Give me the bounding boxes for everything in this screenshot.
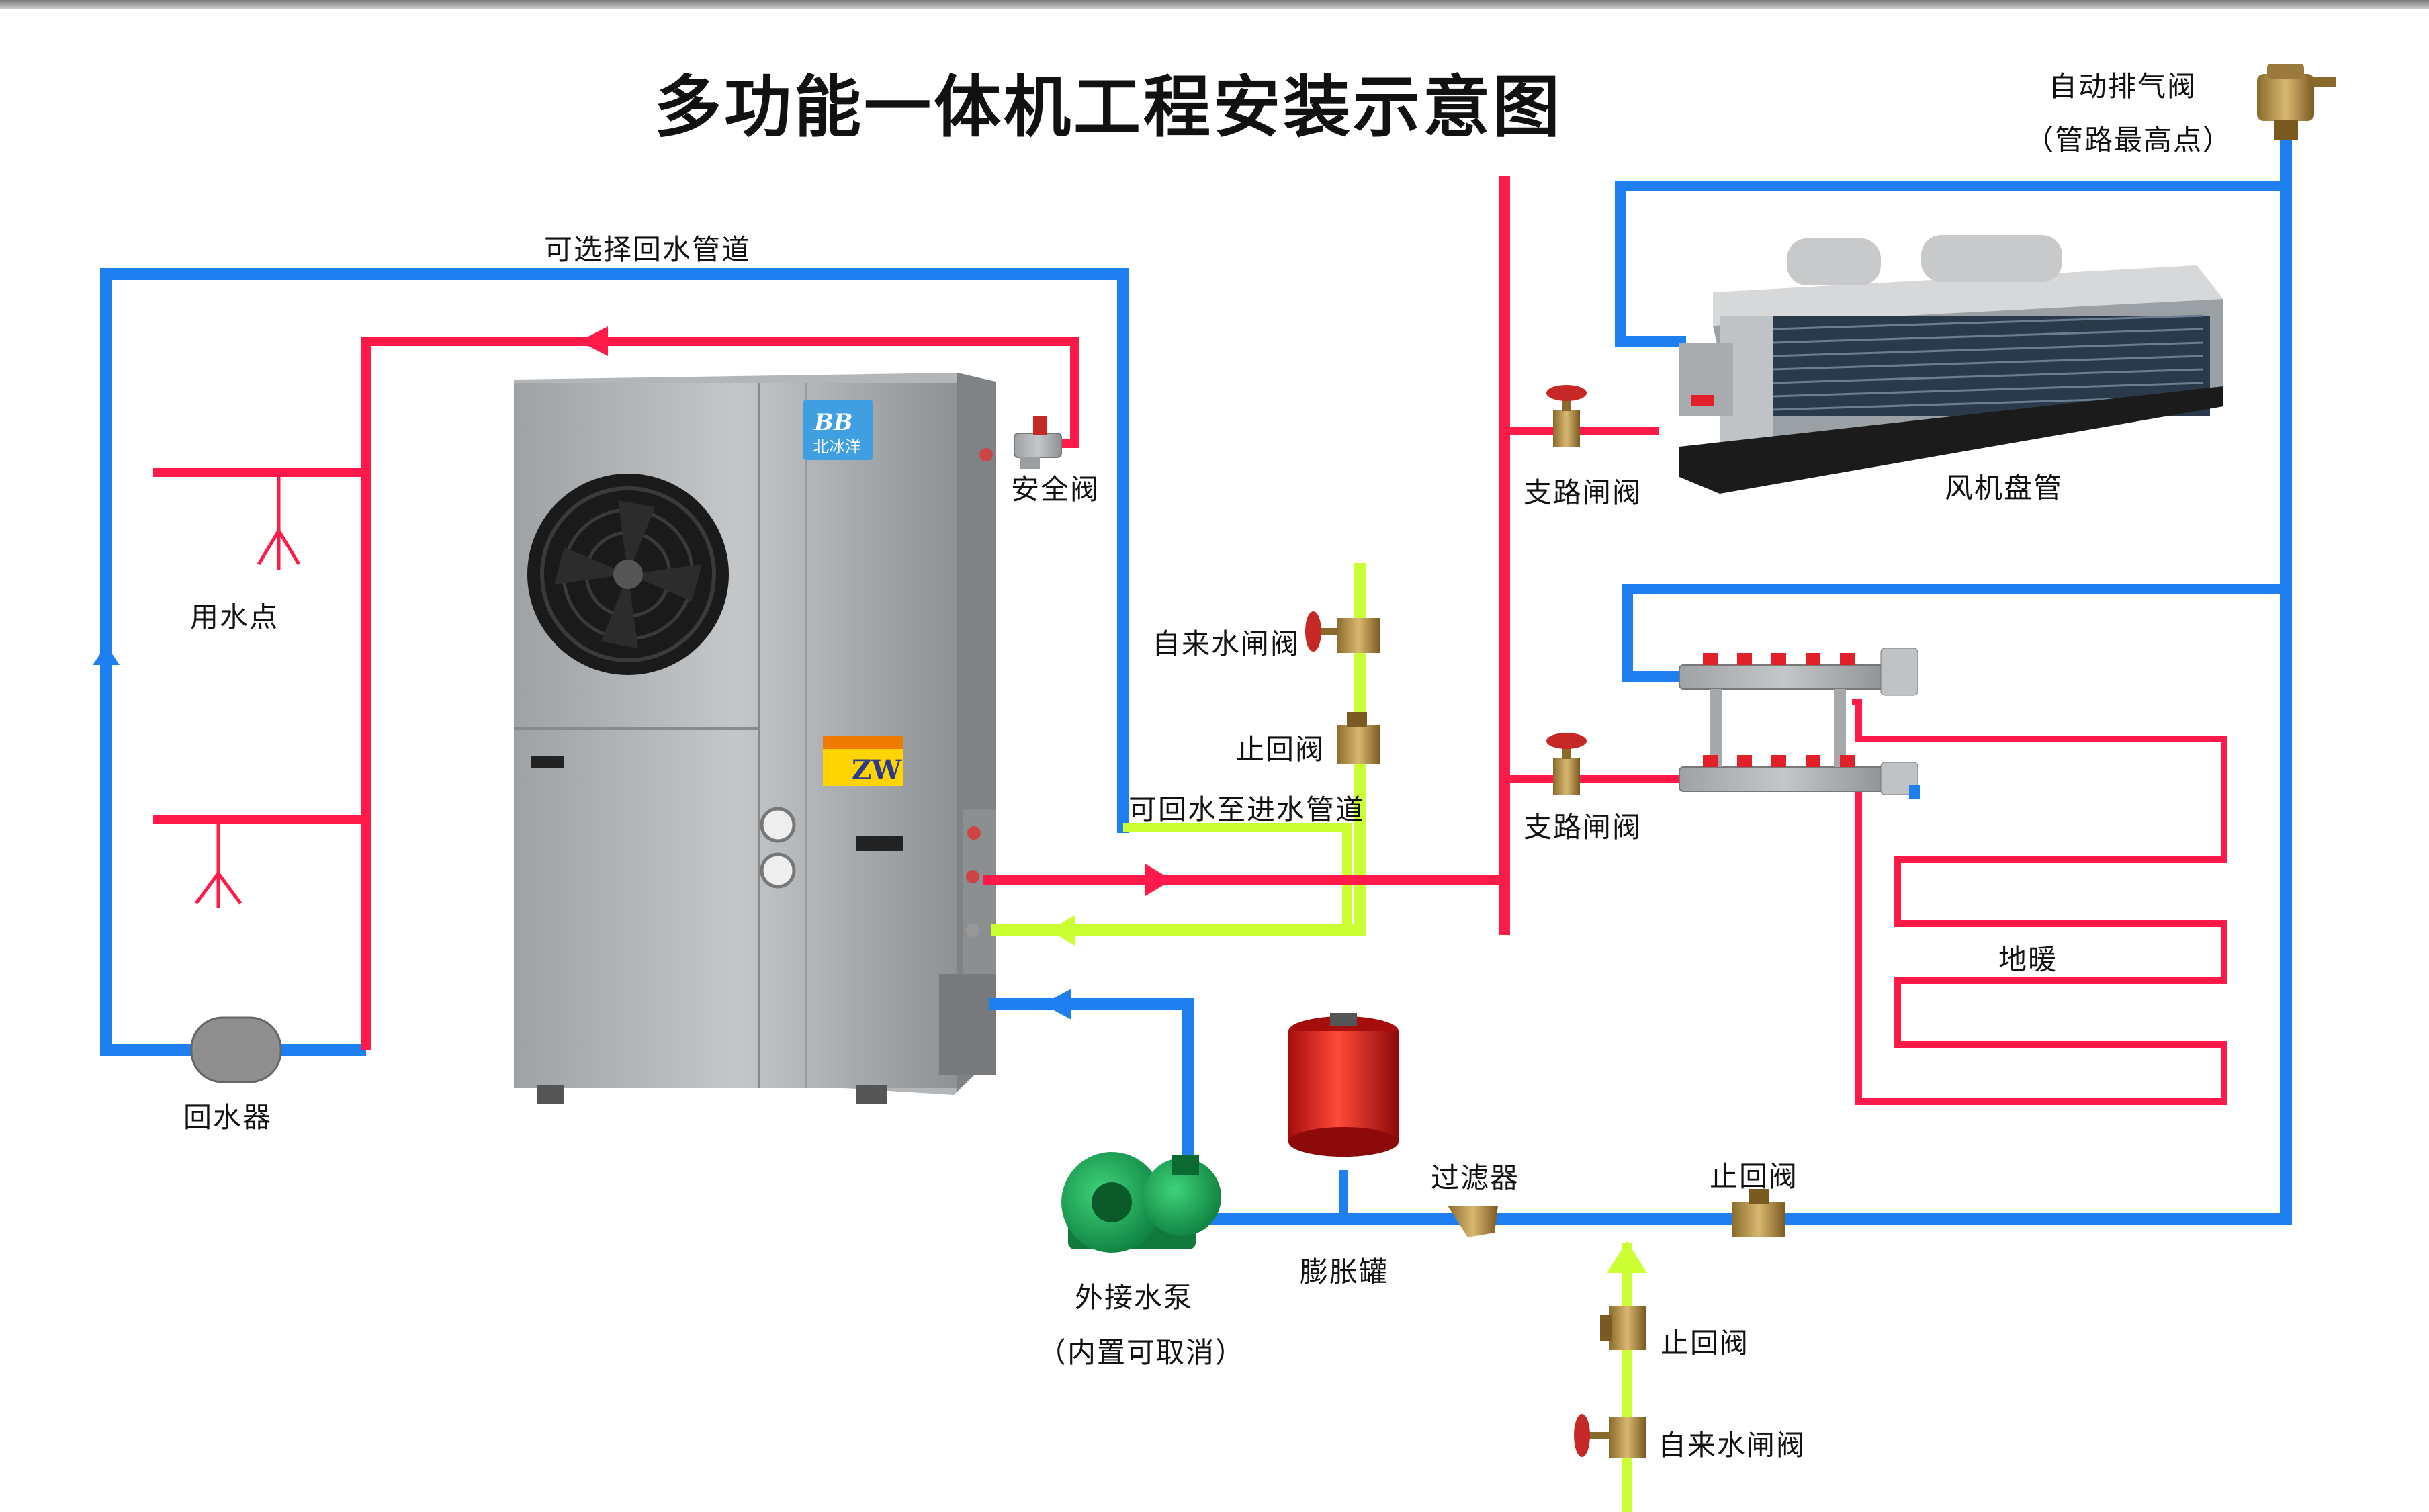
page-title: 多功能一体机工程安装示意图 xyxy=(654,68,1562,146)
side-fittings xyxy=(939,448,996,1075)
optional-return-label: 可选择回水管道 xyxy=(544,233,752,266)
valve-icon xyxy=(1305,385,1785,1458)
branch-valve-label-1: 支路闸阀 xyxy=(1523,476,1642,509)
floor-heating-label: 地暖 xyxy=(1998,943,2058,976)
tap-gate-valve-label: 自来水闸阀 xyxy=(1152,627,1300,660)
pump-icon xyxy=(1061,1152,1221,1253)
heat-pump-unit: BB 北冰洋 ZW xyxy=(514,373,996,1104)
flow-arrow-left-tap xyxy=(1049,915,1075,946)
air-vent-note-label: （管路最高点） xyxy=(2025,124,2233,157)
fan-coil-unit xyxy=(1679,235,2223,494)
fan-icon xyxy=(527,474,729,675)
flow-arrow-right xyxy=(1145,864,1172,896)
gauge-icon xyxy=(760,807,796,889)
air-vent-label: 自动排气阀 xyxy=(2049,70,2197,103)
fan-coil-label: 风机盘管 xyxy=(1945,472,2064,504)
return-device-icon xyxy=(190,1016,282,1083)
return-device-label: 回水器 xyxy=(183,1101,273,1134)
tank-icon xyxy=(1288,1013,1399,1157)
water-point-label: 用水点 xyxy=(190,601,279,633)
pump-label: 外接水泵 xyxy=(1075,1281,1194,1314)
flow-arrow-left-return xyxy=(1043,989,1071,1020)
floor-heating-coil xyxy=(1852,699,2227,1105)
flow-arrow-up xyxy=(93,645,120,665)
hot-supply-pipes xyxy=(983,176,1683,935)
check-valve-main-label: 止回阀 xyxy=(1710,1160,1799,1193)
air-vent-icon xyxy=(2257,64,2336,140)
brand-name-text: 北冰洋 xyxy=(813,437,861,456)
manifold-icon xyxy=(1679,648,1920,799)
check-valve-inlet-label: 止回阀 xyxy=(1661,1327,1750,1360)
model-badge-text: ZW xyxy=(852,754,902,786)
filter-icon xyxy=(1448,1206,1498,1237)
return-to-inlet-label: 可回水至进水管道 xyxy=(1129,793,1366,826)
safety-valve-icon xyxy=(1014,416,1062,469)
filter-label: 过滤器 xyxy=(1431,1161,1520,1194)
manifold-caps xyxy=(1703,653,1855,767)
flow-arrow-up-tap xyxy=(1607,1241,1647,1273)
expansion-tank-label: 膨胀罐 xyxy=(1300,1255,1389,1288)
tap-gate-valve-inlet-label: 自来水闸阀 xyxy=(1658,1429,1806,1462)
pump-note-label: （内置可取消） xyxy=(1038,1336,1245,1369)
check-valve-label: 止回阀 xyxy=(1236,733,1325,766)
safety-valve-label: 安全阀 xyxy=(1011,473,1100,506)
branch-valve-label-2: 支路闸阀 xyxy=(1523,811,1642,844)
top-border xyxy=(0,0,2429,9)
flow-arrow-left xyxy=(579,326,608,356)
water-point-sprinkler-icon xyxy=(194,529,301,908)
brand-logo-text: BB xyxy=(813,409,852,436)
brand-logo xyxy=(803,400,873,460)
